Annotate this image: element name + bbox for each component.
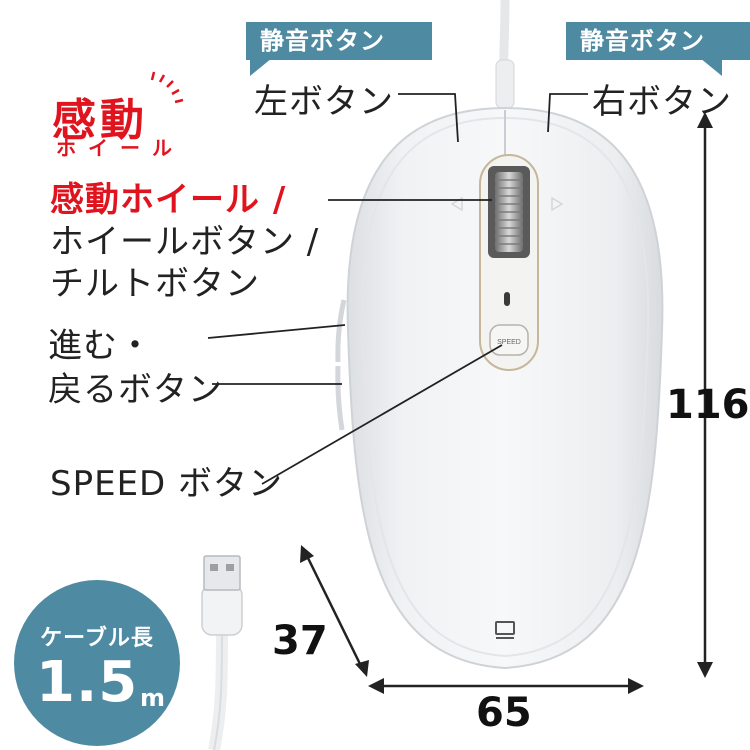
mouse-body [346, 106, 664, 670]
side-button-label-line2: 戻るボタン [48, 370, 223, 410]
left-button-label: 左ボタン [254, 82, 394, 122]
cable-length-badge: ケーブル長 1.5 m [14, 580, 180, 746]
speed-button-shape [489, 324, 529, 356]
dpi-indicator [504, 292, 510, 306]
side-button-label-line1: 進む・ [48, 326, 153, 366]
cable-length-value: 1.5 [36, 650, 139, 715]
kando-logo-sub: ホイール [56, 136, 184, 160]
right-button-label: 右ボタン [592, 82, 732, 122]
depth-dimension: 37 [272, 618, 328, 664]
cable-length-title: ケーブル長 [40, 626, 154, 651]
leader-lines [207, 93, 588, 485]
silent-left-tag-tail [250, 58, 272, 76]
speed-button-label: SPEED ボタン [50, 464, 284, 504]
usb-cable [201, 555, 243, 750]
height-dimension: 116 [666, 382, 750, 428]
width-dimension: 65 [476, 690, 532, 736]
tilt-right-icon [551, 196, 564, 212]
silent-left-tag: 静音ボタン [246, 22, 432, 60]
tilt-left-icon [450, 196, 463, 212]
brand-logo-icon [495, 621, 515, 639]
silent-right-tag: 静音ボタン [566, 22, 750, 60]
wheel-label-line1: 感動ホイール / [50, 180, 287, 220]
kando-logo: 感動 [52, 95, 148, 146]
silent-right-tag-tail [700, 58, 722, 76]
wheel-label-line2: ホイールボタン / [50, 222, 320, 262]
dimension-arrows [300, 112, 713, 694]
side-button-back [335, 365, 345, 431]
cable-length-unit: m [140, 684, 166, 712]
side-button-forward [335, 299, 347, 363]
logo-arc-icon [150, 71, 184, 104]
wheel-label-line3: チルトボタン [50, 264, 260, 304]
speed-button-mark: SPEED [497, 339, 521, 346]
